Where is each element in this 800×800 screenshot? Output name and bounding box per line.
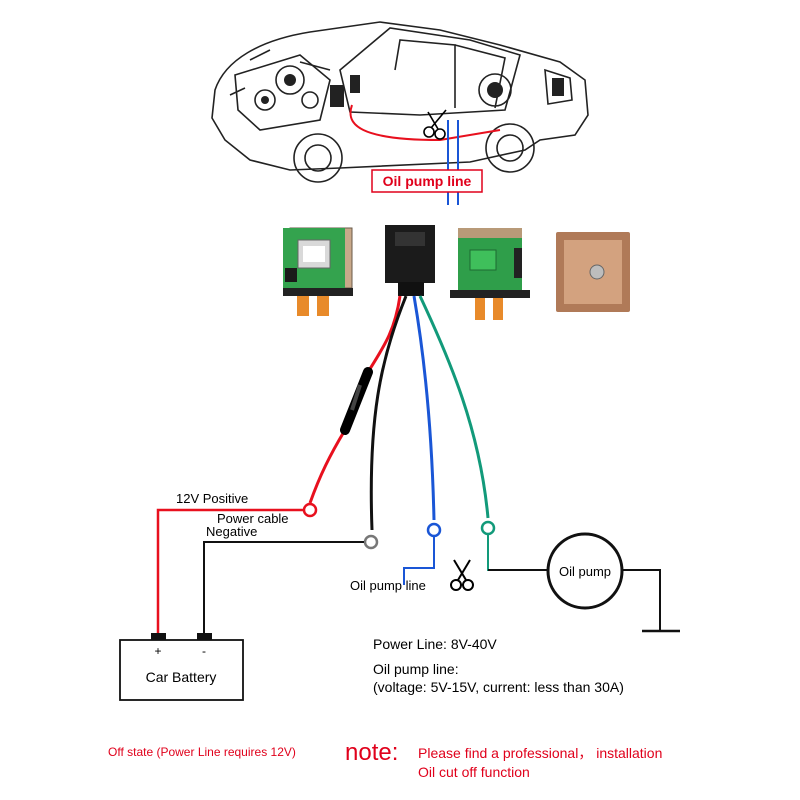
positive-circuit-line bbox=[156, 508, 303, 637]
pump-ground-line bbox=[622, 569, 661, 630]
positive-label: 12V Positive bbox=[176, 491, 248, 506]
relay-module-3 bbox=[450, 228, 530, 320]
oil-pump-label: Oil pump bbox=[559, 564, 611, 579]
gps-antenna-module bbox=[556, 232, 630, 312]
car-battery-box bbox=[119, 639, 244, 701]
green-terminal bbox=[480, 520, 496, 536]
blue-terminal bbox=[426, 522, 442, 538]
power-line-spec: Power Line: 8V-40V bbox=[373, 636, 497, 652]
car-engine-details bbox=[261, 74, 564, 107]
inline-fuse bbox=[340, 367, 373, 435]
note-line-1: Please find a professional， installation bbox=[418, 745, 662, 761]
battery-plus-sign: + bbox=[154, 644, 161, 658]
red-power-wire bbox=[366, 295, 402, 373]
oil-pump-line-label: Oil pump line bbox=[350, 578, 426, 593]
car-red-wire bbox=[349, 104, 501, 142]
note-label: note: bbox=[345, 739, 398, 766]
oil-line-green-segment bbox=[487, 534, 548, 571]
green-oil-wire bbox=[418, 295, 490, 519]
battery-label: Car Battery bbox=[146, 669, 217, 685]
car-oil-line-label: Oil pump line bbox=[383, 173, 472, 189]
negative-label: Negative bbox=[206, 524, 257, 539]
black-ground-wire bbox=[369, 295, 408, 531]
battery-positive-terminal bbox=[151, 633, 166, 640]
off-state-note: Off state (Power Line requires 12V) bbox=[108, 745, 296, 759]
car-illustration bbox=[211, 21, 589, 183]
oil-line-spec-title: Oil pump line: bbox=[373, 661, 459, 677]
battery-negative-terminal bbox=[197, 633, 212, 640]
black-terminal bbox=[363, 534, 379, 550]
scissors-icon bbox=[450, 559, 474, 591]
relay-module-2 bbox=[385, 225, 435, 296]
oil-pump-circle bbox=[546, 532, 624, 610]
battery-minus-sign: - bbox=[202, 644, 206, 658]
oil-line-spec-detail: (voltage: 5V-15V, current: less than 30A… bbox=[373, 679, 624, 695]
car-scissors-icon bbox=[423, 109, 447, 140]
red-terminal bbox=[302, 502, 318, 518]
power-cable-label: Power cable bbox=[217, 511, 289, 526]
blue-oil-wire bbox=[412, 295, 436, 521]
car-oil-line-label-box bbox=[371, 169, 483, 193]
negative-circuit-line bbox=[203, 541, 364, 637]
note-line-2: Oil cut off function bbox=[418, 764, 530, 780]
relay-module-1 bbox=[283, 227, 353, 316]
red-wire-lower bbox=[308, 429, 347, 504]
